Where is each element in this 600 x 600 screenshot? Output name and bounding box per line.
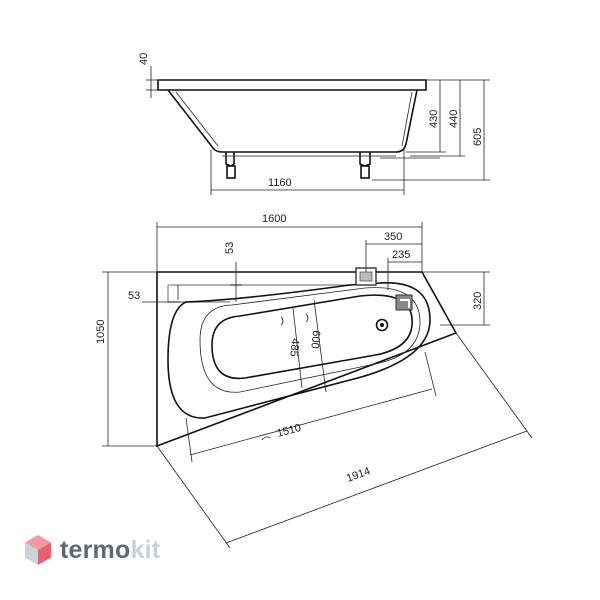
dim-rim-x: 53 (128, 290, 140, 302)
dim-inner-width: 485 (287, 338, 301, 357)
plan-basin-inner (211, 294, 413, 380)
plan-view: 1600 350 235 53 53 1050 (95, 213, 533, 549)
dim-depth-1: 430 (428, 110, 440, 128)
side-rim (157, 79, 427, 91)
brand-name-part1: termo (60, 535, 131, 564)
dim-bottom-length-lines (210, 150, 405, 195)
brand-logo: termokit (24, 534, 160, 566)
side-body (167, 89, 418, 153)
dim-diagonal: 1914 (345, 465, 372, 485)
dim-width: 1050 (95, 320, 107, 344)
dim-overflow-lines (365, 240, 422, 290)
overflow-icon (355, 267, 377, 286)
side-inner-line (175, 91, 413, 147)
dim-total-length-lines (156, 222, 423, 272)
dim-total-height: 605 (472, 128, 484, 146)
dim-outer-width: 600 (308, 330, 322, 349)
dim-depth-2: 440 (448, 110, 460, 128)
dim-rim-height-lines (146, 66, 160, 98)
dim-rim-y-lines (230, 262, 242, 302)
dim-drain-offset-y-lines (422, 271, 490, 326)
dim-inner-length-lines (185, 351, 437, 463)
brand-name-part2: kit (130, 535, 161, 564)
dim-inner-width-lines (292, 299, 327, 393)
dim-vertical-lines (372, 79, 490, 181)
dim-bottom-length: 1160 (268, 177, 292, 189)
dim-overflow-offset-x: 350 (384, 231, 402, 243)
plan-basin-outer (167, 282, 431, 419)
dim-drain-offset-x: 235 (392, 249, 410, 261)
dim-inner-length: 1510 (276, 422, 303, 440)
hexagon-logo-icon (25, 535, 51, 565)
brand-name: termokit (60, 536, 160, 565)
side-view: 40 430 440 605 1160 (138, 53, 490, 195)
dim-rim-height: 40 (138, 53, 150, 65)
dim-width-lines (102, 271, 157, 447)
dim-total-length: 1600 (262, 213, 286, 225)
faucet-icon (395, 294, 413, 311)
dim-diagonal-lines (156, 332, 533, 549)
dim-rim-y: 53 (224, 242, 236, 254)
dim-drain-offset-y: 320 (472, 292, 484, 310)
plan-basin-mid (199, 287, 421, 393)
